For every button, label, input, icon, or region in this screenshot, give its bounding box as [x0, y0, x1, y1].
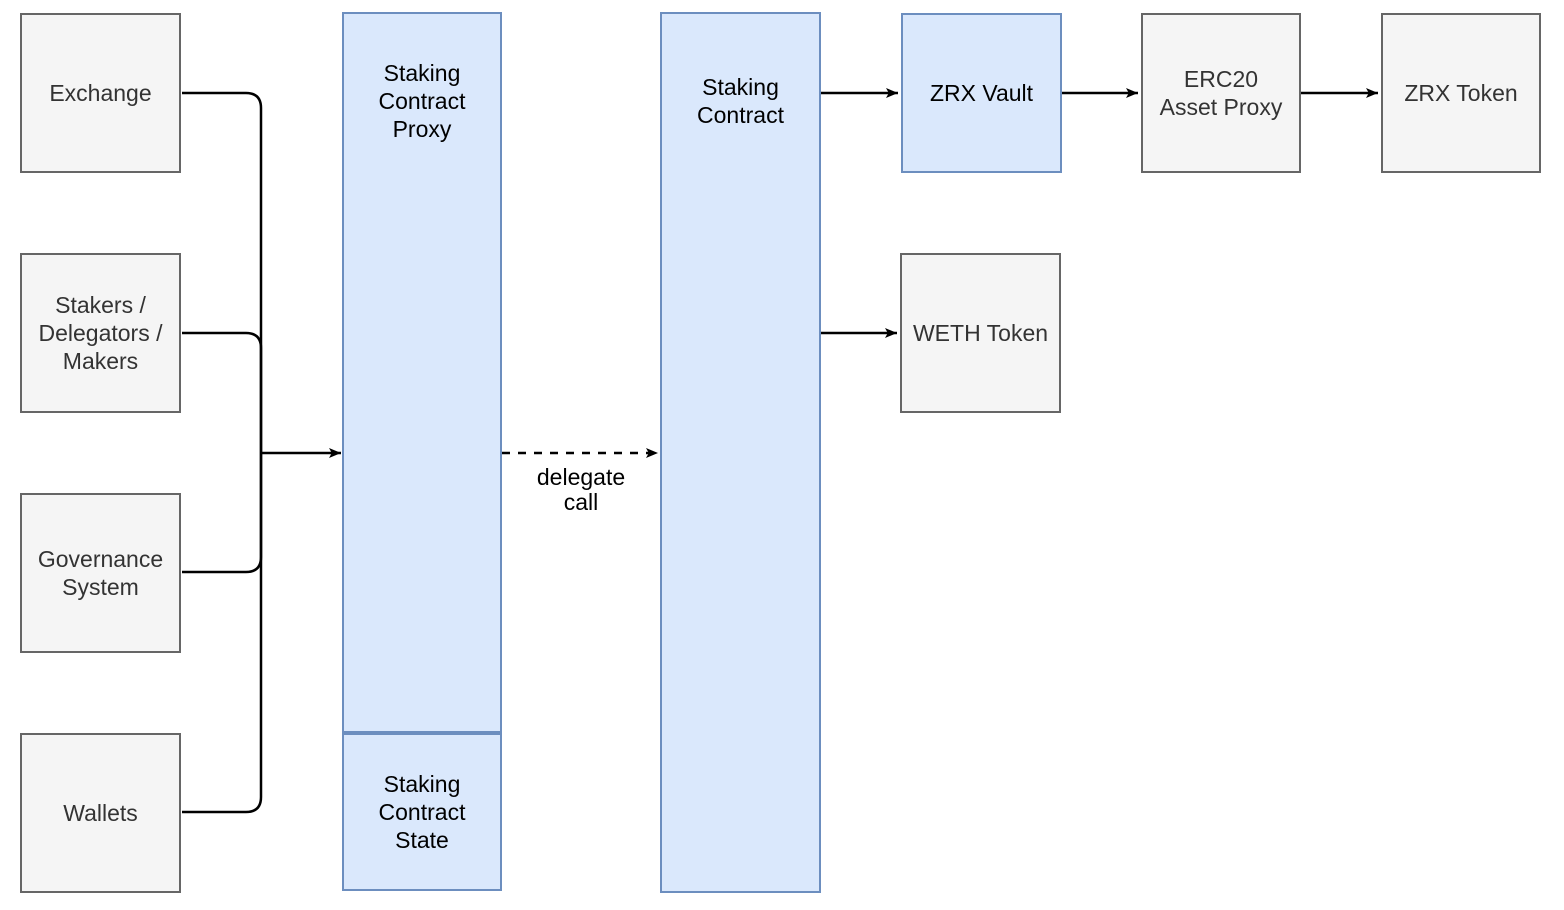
edge-wallets-to-trunk [182, 453, 263, 814]
node-label: Staking Contract [697, 73, 784, 128]
node-label: ERC20 Asset Proxy [1159, 66, 1283, 120]
node-wallets: Wallets [20, 733, 181, 893]
node-staking-contract: Staking Contract [660, 12, 821, 893]
node-label: ZRX Vault [929, 80, 1034, 106]
edge-stakers-to-trunk [182, 331, 263, 453]
node-label: Wallets [63, 800, 138, 826]
node-label: Staking Contract State [378, 771, 466, 853]
edge-governance-to-trunk [182, 453, 263, 574]
node-exchange: Exchange [20, 13, 181, 173]
node-staking-contract-state: Staking Contract State [342, 733, 502, 891]
node-erc20-asset-proxy: ERC20 Asset Proxy [1141, 13, 1301, 173]
node-label: Stakers / Delegators / Makers [38, 292, 163, 374]
node-label: Governance System [37, 546, 164, 600]
node-staking-contract-proxy: Staking Contract Proxy [342, 12, 502, 733]
node-label: Exchange [49, 80, 152, 106]
node-stakers-delegators-makers: Stakers / Delegators / Makers [20, 253, 181, 413]
node-label: WETH Token [912, 320, 1049, 346]
edge-label-delegate-call: delegate call [536, 464, 626, 515]
node-governance-system: Governance System [20, 493, 181, 653]
node-weth-token: WETH Token [900, 253, 1061, 413]
node-label-area: Staking Contract Proxy [344, 14, 500, 187]
edge-exchange-to-trunk [182, 91, 263, 453]
node-zrx-vault: ZRX Vault [901, 13, 1062, 173]
node-zrx-token: ZRX Token [1381, 13, 1541, 173]
node-label: ZRX Token [1404, 80, 1518, 106]
node-label: Staking Contract Proxy [378, 59, 466, 142]
node-label-area: Staking Contract [662, 14, 819, 187]
